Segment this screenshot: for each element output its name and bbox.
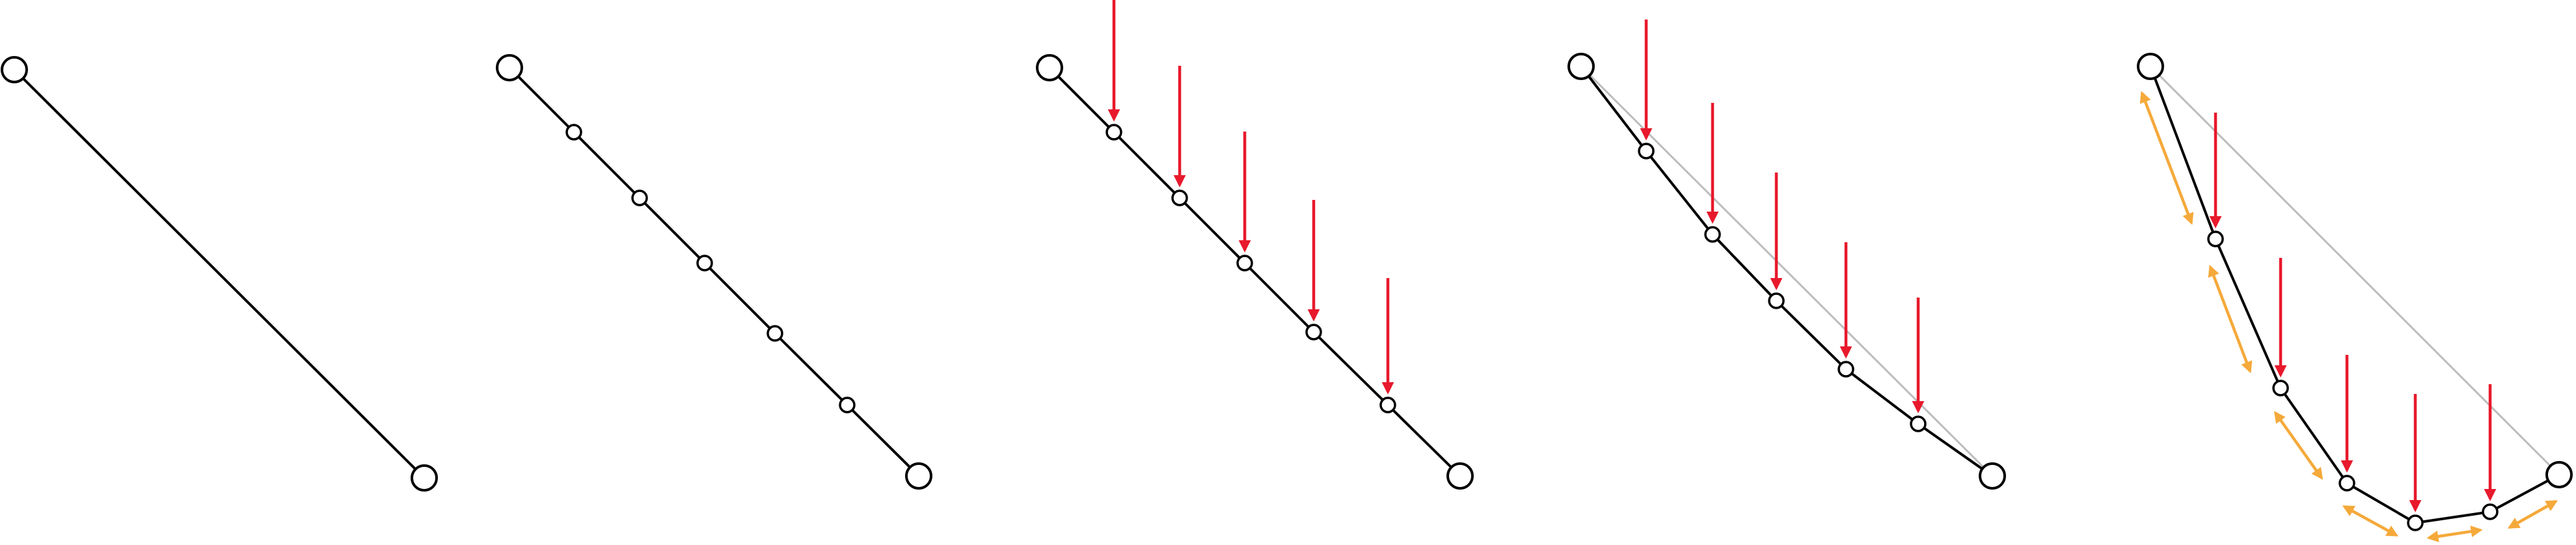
particle-node bbox=[696, 255, 713, 272]
particle-node bbox=[1704, 226, 1721, 243]
particle-node bbox=[1837, 361, 1854, 378]
anchor-node bbox=[1, 56, 28, 83]
particle-node bbox=[1305, 324, 1322, 341]
rope-segment bbox=[2149, 66, 2560, 524]
rope-segment bbox=[13, 68, 426, 479]
panel-1-rope-segment bbox=[1, 56, 438, 492]
panel-5-constraints bbox=[2137, 53, 2573, 542]
original-line bbox=[1580, 65, 1994, 477]
particle-node bbox=[565, 124, 582, 141]
particle-node bbox=[1910, 415, 1927, 432]
end-node bbox=[411, 464, 438, 492]
panel-2-subdivided bbox=[496, 54, 932, 490]
anchor-node bbox=[1567, 53, 1595, 80]
constraint-arrow-icon bbox=[2273, 411, 2324, 480]
particle-node bbox=[766, 325, 783, 342]
particle-node bbox=[2482, 503, 2499, 520]
constraint-arrow-icon bbox=[2342, 505, 2399, 537]
constraint-arrow-icon bbox=[2208, 264, 2253, 374]
particle-node bbox=[1638, 143, 1655, 160]
particle-node bbox=[1379, 397, 1396, 413]
particle-node bbox=[2339, 475, 2355, 492]
panel-3-forces bbox=[1036, 0, 1474, 490]
constraint-arrow-icon bbox=[2426, 525, 2483, 542]
particle-node bbox=[631, 189, 648, 206]
particle-node bbox=[1171, 189, 1188, 206]
particle-node bbox=[2207, 231, 2224, 247]
particle-node bbox=[1105, 124, 1122, 141]
particle-node bbox=[1768, 292, 1785, 309]
anchor-node bbox=[1979, 462, 2006, 490]
particle-node bbox=[2272, 380, 2289, 397]
particle-node bbox=[1236, 255, 1253, 272]
anchor-node bbox=[2545, 461, 2573, 488]
anchor-node bbox=[1446, 462, 1474, 490]
anchor-node bbox=[496, 54, 523, 81]
particle-node bbox=[2407, 514, 2424, 531]
constraint-arrow-icon bbox=[2139, 91, 2194, 225]
anchor-node bbox=[1036, 54, 1063, 81]
panel-4-displaced bbox=[1567, 20, 2006, 490]
anchor-node bbox=[2137, 53, 2164, 80]
particle-node bbox=[839, 397, 856, 413]
anchor-node bbox=[905, 462, 932, 490]
constraint-arrow-icon bbox=[2507, 500, 2558, 529]
